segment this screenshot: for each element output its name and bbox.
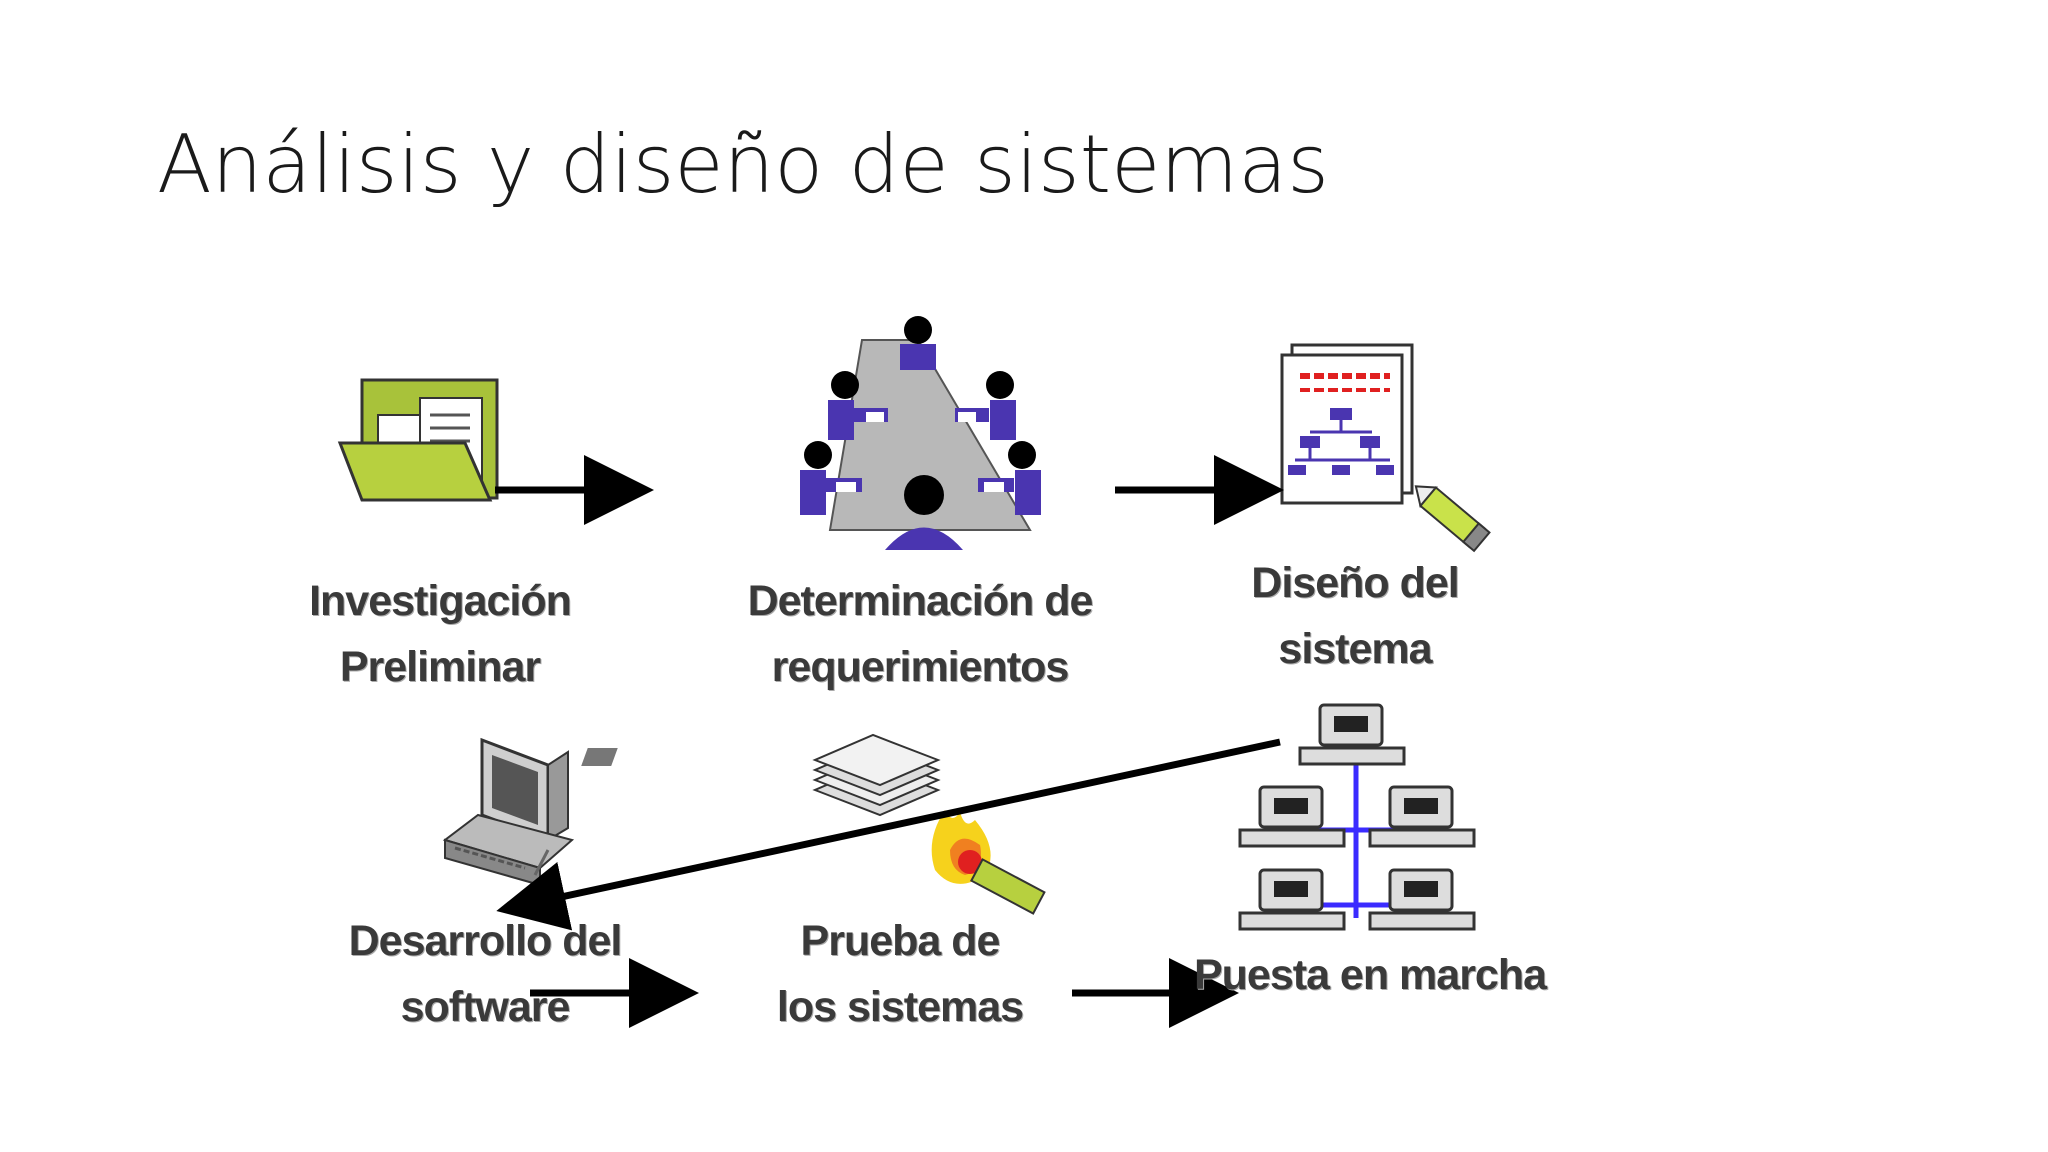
step-label-puesta: Puesta en marcha	[1193, 951, 1547, 999]
step-label-desarrollo: Desarrollo del software	[348, 917, 623, 1031]
meeting-table-icon	[800, 316, 1041, 550]
testing-document-fire-icon	[581, 733, 1046, 915]
computer-network-icon	[1238, 703, 1476, 931]
step-label-determinacion: Determinación de requerimientos	[747, 577, 1094, 691]
flow-arrows	[495, 455, 1284, 1028]
folder-documents-icon	[337, 378, 499, 502]
arrow-step3-to-step4	[496, 738, 1281, 931]
step-label-prueba: Prueba de los sistemas	[776, 917, 1024, 1031]
computer-workstation-icon	[442, 737, 575, 887]
system-design-document-icon	[1280, 343, 1491, 553]
step-label-diseno: Diseño del sistema	[1251, 559, 1459, 673]
slide-title: Análisis y diseño de sistemas	[157, 118, 1329, 211]
step-label-investigacion: Investigación Preliminar	[309, 577, 572, 691]
